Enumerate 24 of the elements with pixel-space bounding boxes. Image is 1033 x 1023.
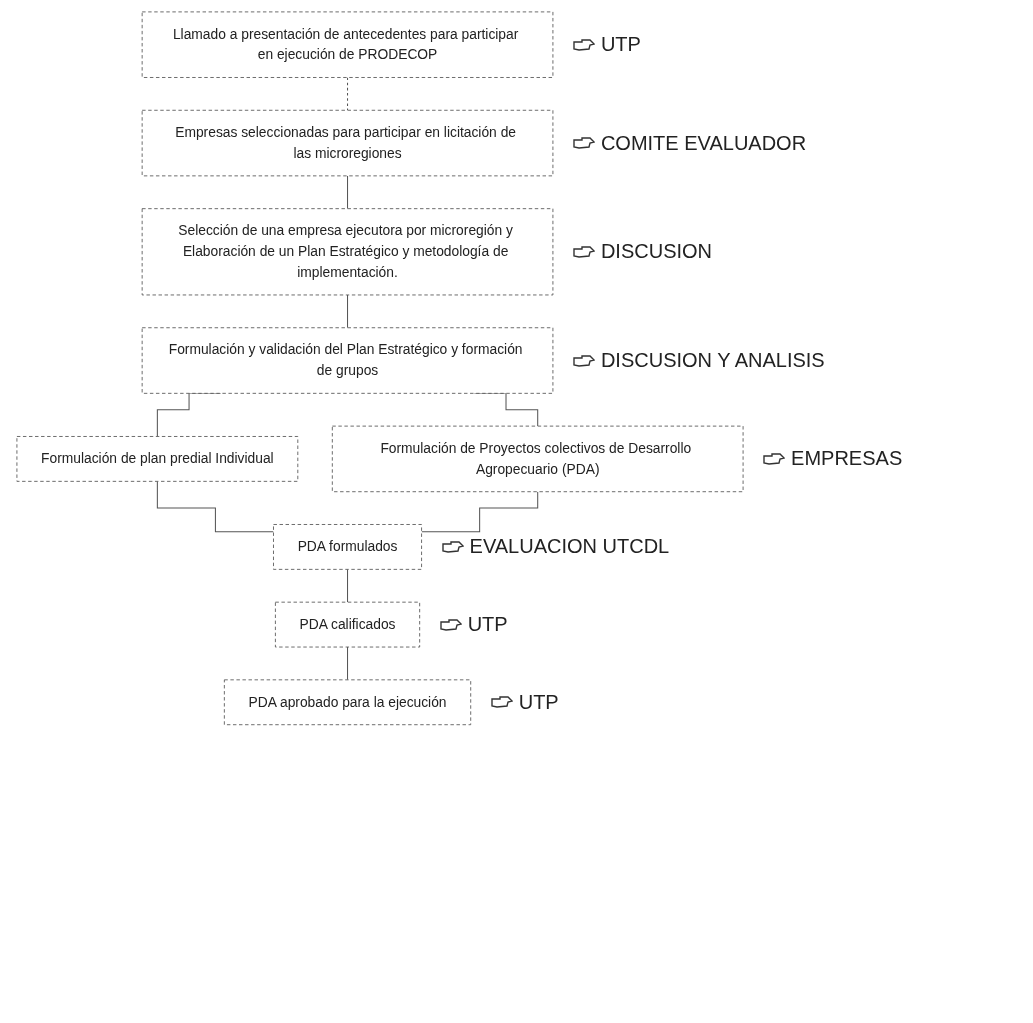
responsible-party-text: UTP [467, 613, 508, 637]
node-box: Formulación de Proyectos colectivos de Desarrollo Agropecuario (PDA) [331, 425, 744, 493]
connector [347, 294, 349, 329]
responsible-party-text: COMITE EVALUADOR [600, 131, 807, 155]
node-box: Selección de una empresa ejecutora por microregión y Elaboración de un Plan Estratégico y metodología de implementación. [141, 208, 554, 296]
connector [347, 568, 349, 603]
responsible-party-text: EVALUACION UTCDL [469, 535, 670, 559]
responsible-party-text: UTP [600, 33, 641, 57]
connector [347, 646, 349, 681]
node-box: Llamado a presentación de antecedentes para participar en ejecución de PRODECOP [141, 11, 554, 78]
node-box: Formulación de plan predial Individual [16, 436, 299, 482]
connector [421, 491, 539, 533]
node-box: Empresas seleccionadas para participar en licitación de las microregiones [141, 109, 554, 177]
connector [347, 175, 349, 210]
connector [347, 76, 349, 111]
node-box: Formulación y validación del Plan Estratégico y formación de grupos [141, 327, 554, 394]
responsible-party-text: UTP [518, 690, 559, 714]
node-box: PDA formulados [273, 524, 422, 570]
node-box: PDA calificados [274, 601, 421, 648]
responsible-party-text: DISCUSION Y ANALISIS [600, 349, 825, 373]
connector [156, 480, 274, 533]
node-box: PDA aprobado para la ejecución [223, 679, 472, 726]
responsible-party-text: EMPRESAS [791, 447, 903, 471]
responsible-party-text: DISCUSION [600, 240, 713, 264]
